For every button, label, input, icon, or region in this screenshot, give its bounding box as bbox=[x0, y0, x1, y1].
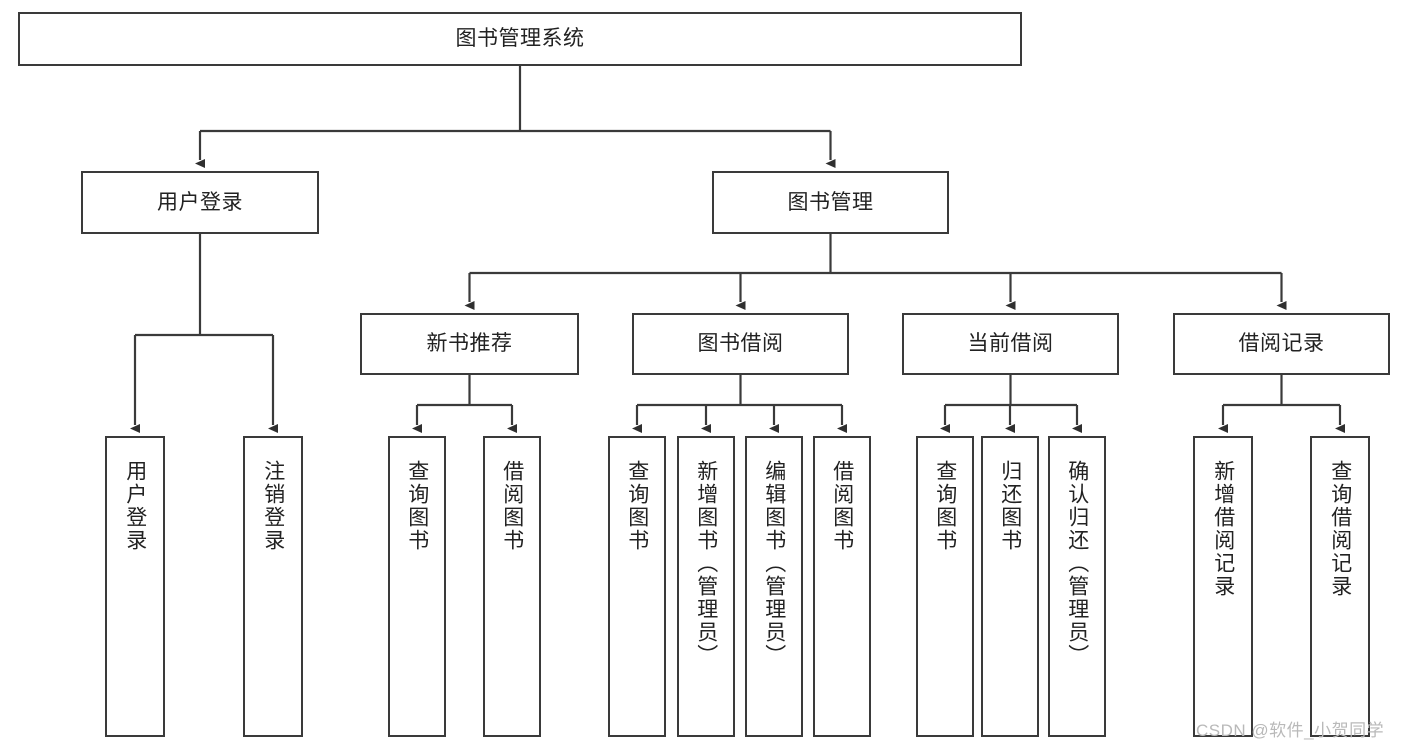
node-leaf-query-record[interactable]: 查询借阅记录 bbox=[1310, 436, 1370, 737]
node-label: 图书管理 bbox=[787, 190, 874, 214]
node-book-manage[interactable]: 图书管理 bbox=[712, 171, 949, 234]
node-label: 编辑图书（管理员） bbox=[762, 460, 786, 667]
node-label: 确认归还（管理员） bbox=[1065, 460, 1089, 667]
node-leaf-query-book-3[interactable]: 查询图书 bbox=[916, 436, 974, 737]
node-label: 新增借阅记录 bbox=[1211, 460, 1235, 598]
node-current-borrow[interactable]: 当前借阅 bbox=[902, 313, 1119, 375]
node-label: 新书推荐 bbox=[426, 332, 513, 356]
node-book-borrow[interactable]: 图书借阅 bbox=[632, 313, 849, 375]
node-leaf-user-login[interactable]: 用户登录 bbox=[105, 436, 165, 737]
node-leaf-borrow-book-1[interactable]: 借阅图书 bbox=[483, 436, 541, 737]
node-leaf-add-book[interactable]: 新增图书（管理员） bbox=[677, 436, 735, 737]
node-label: 借阅图书 bbox=[500, 460, 524, 552]
node-leaf-query-book-1[interactable]: 查询图书 bbox=[388, 436, 446, 737]
node-label: 用户登录 bbox=[123, 460, 147, 552]
node-leaf-query-book-2[interactable]: 查询图书 bbox=[608, 436, 666, 737]
node-leaf-logout[interactable]: 注销登录 bbox=[243, 436, 303, 737]
node-label: 查询图书 bbox=[405, 460, 429, 552]
node-label: 借阅记录 bbox=[1238, 332, 1325, 356]
node-leaf-return-book[interactable]: 归还图书 bbox=[981, 436, 1039, 737]
node-borrow-record[interactable]: 借阅记录 bbox=[1173, 313, 1390, 375]
node-label: 查询借阅记录 bbox=[1328, 460, 1352, 598]
node-label: 查询图书 bbox=[625, 460, 649, 552]
csdn-watermark: CSDN @软件_小贺同学 bbox=[1196, 721, 1385, 740]
node-label: 用户登录 bbox=[157, 190, 243, 214]
node-leaf-edit-book[interactable]: 编辑图书（管理员） bbox=[745, 436, 803, 737]
node-label: 图书借阅 bbox=[697, 332, 784, 356]
node-new-book-rec[interactable]: 新书推荐 bbox=[360, 313, 579, 375]
node-label: 借阅图书 bbox=[830, 460, 854, 552]
node-label: 查询图书 bbox=[933, 460, 957, 552]
node-label: 注销登录 bbox=[261, 460, 285, 552]
node-label: 归还图书 bbox=[998, 460, 1022, 552]
node-leaf-confirm-return[interactable]: 确认归还（管理员） bbox=[1048, 436, 1106, 737]
node-label: 图书管理系统 bbox=[455, 27, 585, 51]
node-leaf-borrow-book-2[interactable]: 借阅图书 bbox=[813, 436, 871, 737]
node-leaf-add-record[interactable]: 新增借阅记录 bbox=[1193, 436, 1253, 737]
node-root[interactable]: 图书管理系统 bbox=[18, 12, 1022, 66]
node-label: 当前借阅 bbox=[967, 332, 1054, 356]
node-user-login[interactable]: 用户登录 bbox=[81, 171, 319, 234]
node-label: 新增图书（管理员） bbox=[694, 460, 718, 667]
